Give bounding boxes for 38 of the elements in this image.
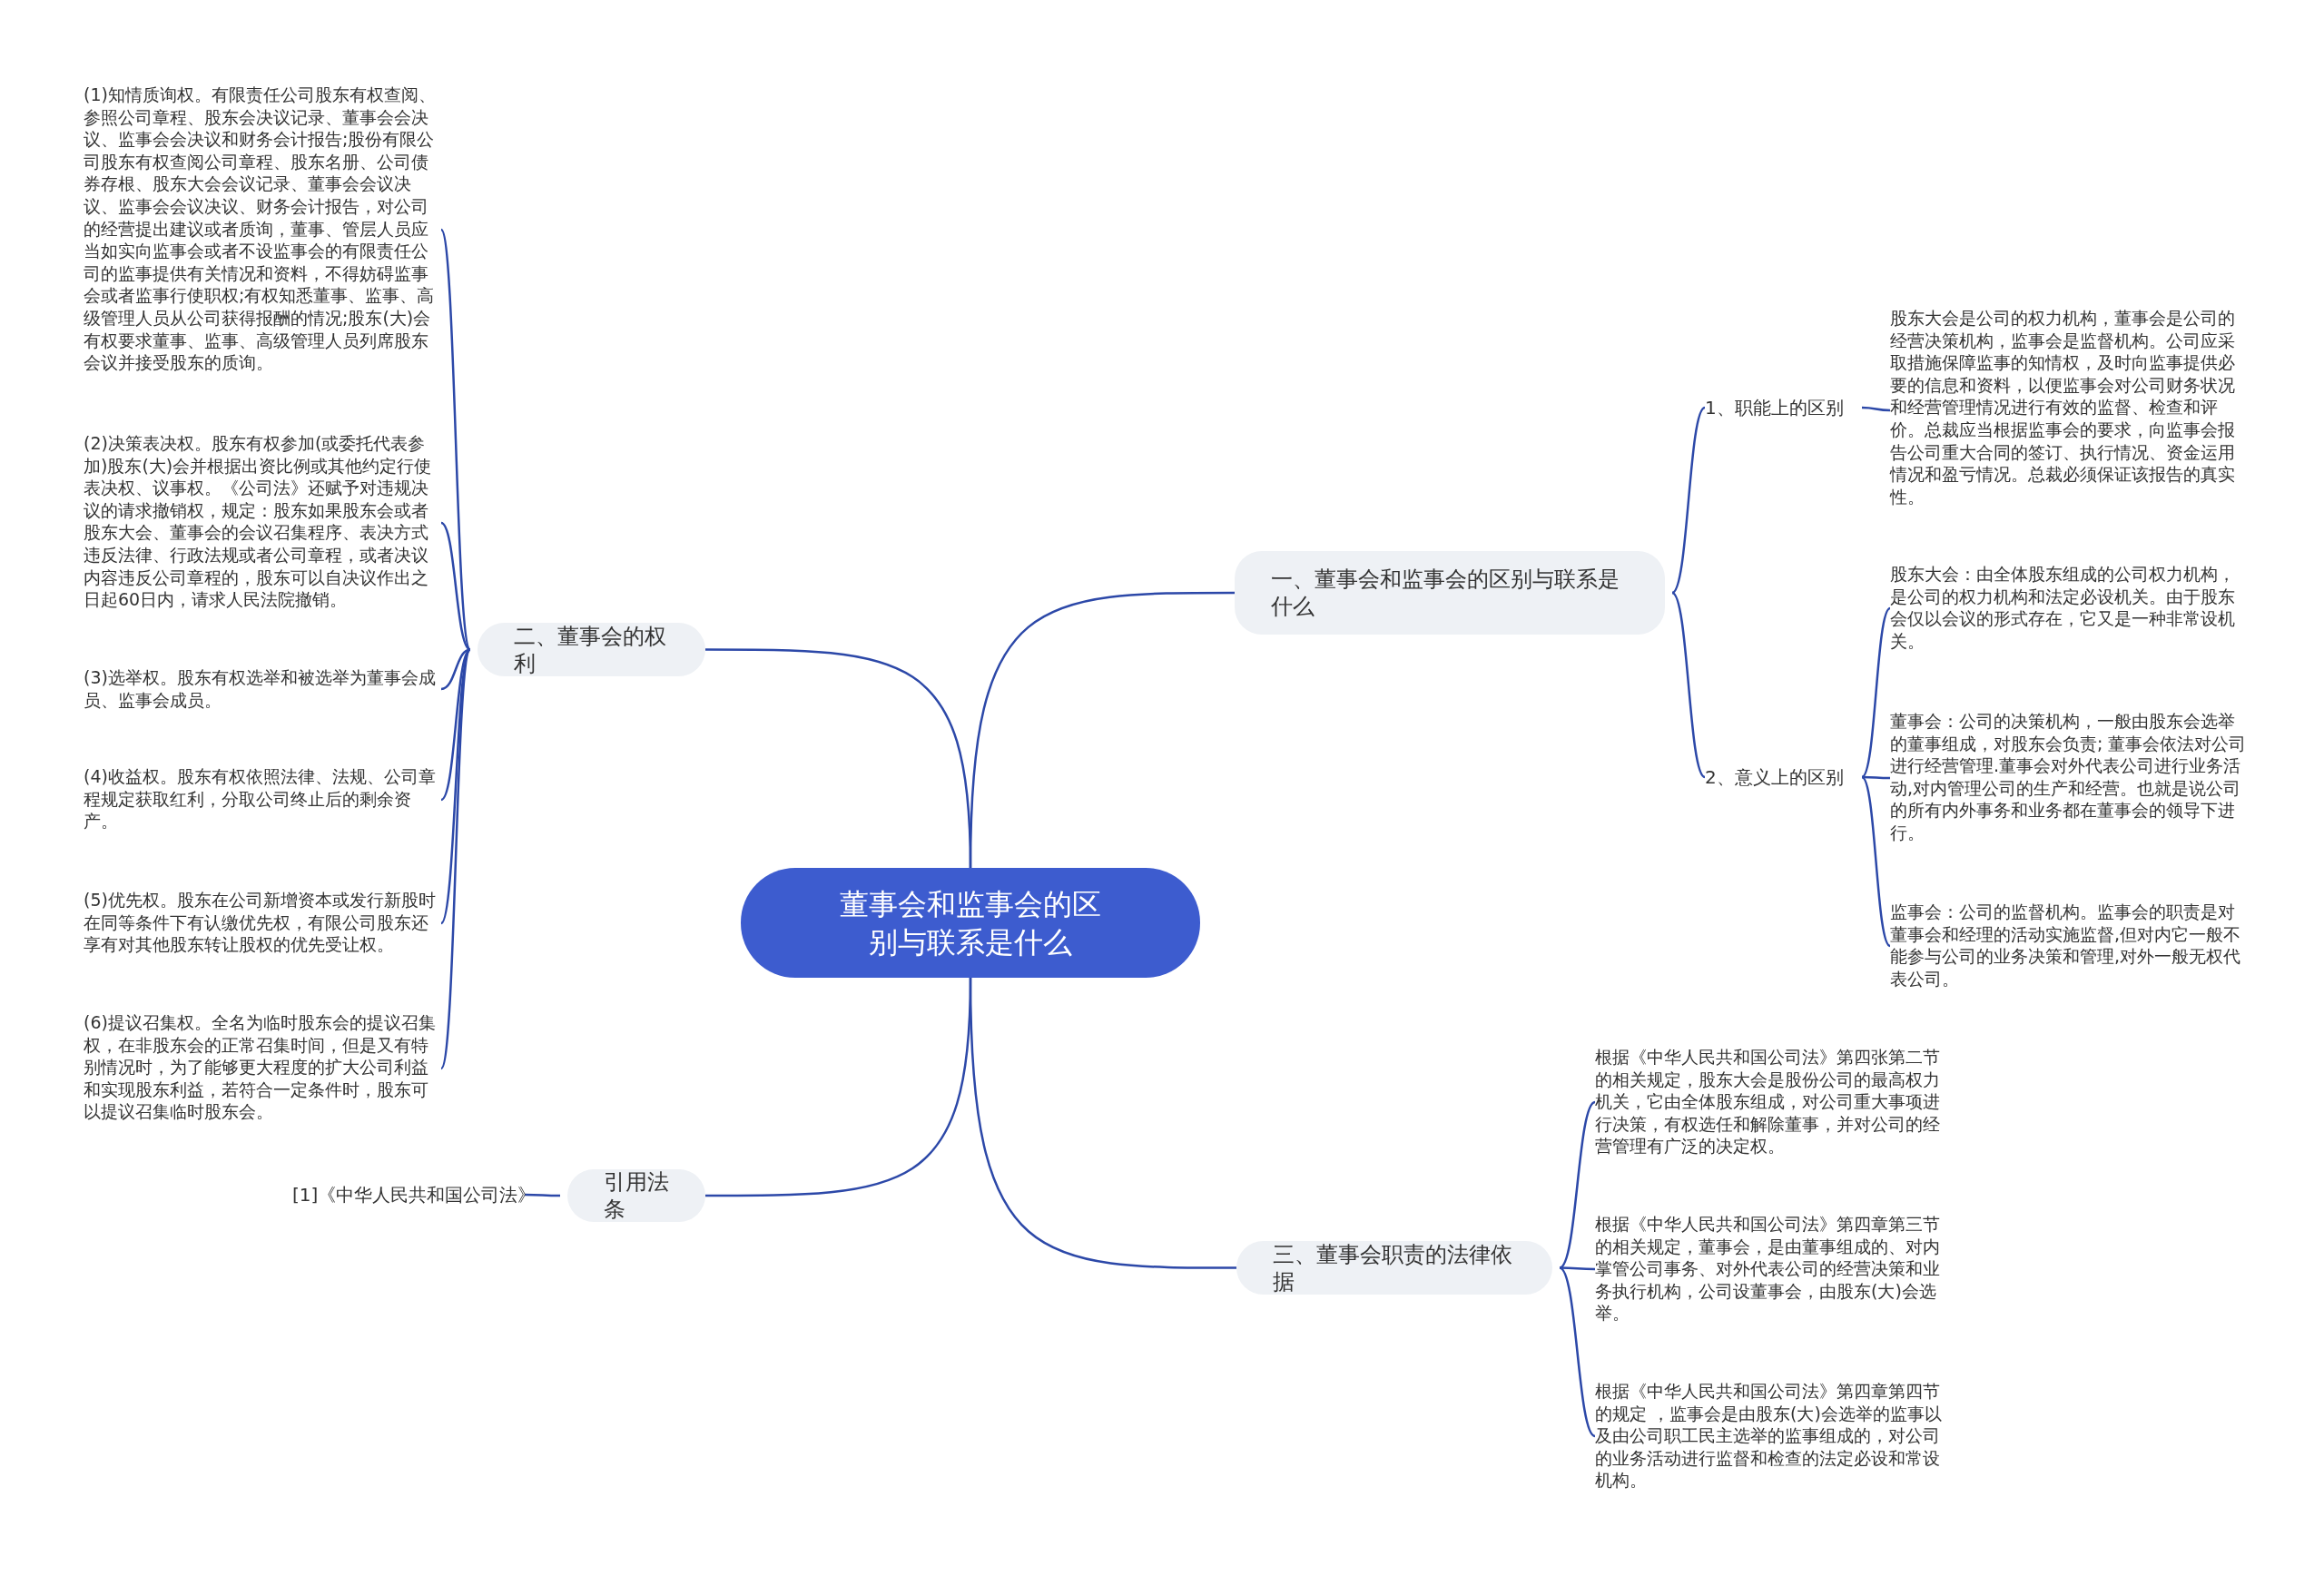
reference-text: [1]《中华人民共和国公司法》: [292, 1183, 525, 1207]
connector-line: [1671, 407, 1706, 594]
connector-line: [1559, 1266, 1596, 1437]
note-text: 股东大会：由全体股东组成的公司权力机构，是公司的权力机构和法定必设机关。由于股东会仅以会议的形式存在，它又是一种非常设机关。: [1890, 563, 2249, 653]
subtopic-text: 2、意义上的区别: [1705, 765, 1855, 789]
topic-box: 三、董事会职责的法律依据: [1236, 1241, 1552, 1295]
connector-line: [705, 648, 972, 869]
connector-line: [1861, 406, 1891, 412]
central-topic: 董事会和监事会的区别与联系是什么: [741, 868, 1200, 978]
connector-line: [1861, 607, 1891, 778]
connector-line: [969, 977, 1236, 1269]
connector-line: [439, 649, 472, 1069]
note-text: (1)知情质询权。有限责任公司股东有权查阅、参照公司章程、股东会决议记录、董事会会决议、监事会会决议和财务会计报告;股份有限公司股东有权查阅公司章程、股东名册、公司债券存根、股东大会会议记录、董事会会议决议、监事会会议决议、财务会计报告，对公司的经营提出建议或者质询，董事、管层人员应当如实向监事会或者不设监事会的有限责任公司的监事提供有关情况和资料，不得妨碍监事会或者监事行使职权;有权知悉董事、监事、高级管理人员从公司获得报酬的情况;股东(大)会有权要求董事、监事、高级管理人员列席股东会议并接受股东的质询。: [84, 84, 441, 374]
connector-line: [1862, 775, 1890, 780]
topic-box: 一、董事会和监事会的区别与联系是什么: [1235, 551, 1665, 635]
connector-line: [1560, 1266, 1595, 1271]
subtopic-text: 1、职能上的区别: [1705, 396, 1855, 419]
connector-line: [1861, 776, 1891, 947]
note-text: 监事会：公司的监督机构。监事会的职责是对董事会和经理的活动实施监督,但对内它一般不能参与公司的业务决策和管理,对外一般无权代表公司。: [1890, 901, 2249, 990]
note-text: 根据《中华人民共和国公司法》第四章第三节的相关规定，董事会，是由董事组成的、对内掌管公司事务、对外代表公司的经营决策和业务执行机构，公司设董事会，由股东(大)会选举。: [1595, 1213, 1951, 1325]
note-text: 根据《中华人民共和国公司法》第四张第二节的相关规定，股东大会是股份公司的最高权力机关，它由全体股东组成，对公司重大事项进行决策，有权选任和解除董事，并对公司的经营管理有广泛的决定权。: [1595, 1046, 1951, 1157]
connector-line: [525, 1193, 560, 1197]
connector-line: [1671, 592, 1706, 778]
note-text: (2)决策表决权。股东有权参加(或委托代表参加)股东(大)会并根据出资比例或其他约定行使表决权、议事权。《公司法》还赋予对违规决议的请求撤销权，规定：股东如果股东会或者股东大会、董事会的会议召集程序、表决方式违反法律、行政法规或者公司章程，或者决议内容违反公司章程的，股东可以自决议作出之日起60日内，请求人民法院撤销。: [84, 432, 441, 611]
connector-line: [1559, 1101, 1596, 1269]
connector-line: [440, 648, 471, 801]
note-text: (5)优先权。股东在公司新增资本或发行新股时在同等条件下有认缴优先权，有限公司股东还享有对其他股东转让股权的优先受让权。: [84, 889, 441, 956]
note-text: 根据《中华人民共和国公司法》第四章第四节的规定 ，监事会是由股东(大)会选举的监事以及由公司职工民主选举的监事组成的，对公司的业务活动进行监督和检查的法定必设和常设机构。: [1595, 1380, 1951, 1492]
note-text: (3)选举权。股东有权选举和被选举为董事会成员、监事会成员。: [84, 666, 441, 712]
note-text: 股东大会是公司的权力机构，董事会是公司的经营决策机构，监事会是监督机构。公司应采取措施保障监事的知情权，及时向监事提供必要的信息和资料，以便监事会对公司财务状况和经营管理情况进行有效的监督、检查和评价。总裁应当根据监事会的要求，向监事会报告公司重大合同的签订、执行情况、资金运用情况和盈亏情况。总裁必须保证该报告的真实性。: [1890, 307, 2249, 508]
connector-line: [439, 229, 472, 650]
connector-line: [440, 522, 471, 651]
note-text: 董事会：公司的决策机构，一般由股东会选举的董事组成，对股东会负责; 董事会依法对公司进行经营管理.董事会对外代表公司进行业务活动,对内管理公司的生产和经营。也就是说公司的所有内外事务和业务都在董事会的领导下进行。: [1890, 710, 2249, 844]
topic-box: 二、董事会的权利: [478, 623, 705, 676]
note-text: (4)收益权。股东有权依照法律、法规、公司章程规定获取红利，分取公司终止后的剩余资产。: [84, 765, 441, 832]
note-text: (6)提议召集权。全名为临时股东会的提议召集权，在非股东会的正常召集时间，但是又有特别情况时，为了能够更大程度的扩大公司利益和实现股东利益，若符合一定条件时，股东可以提议召集临时股东会。: [84, 1011, 441, 1123]
topic-box: 引用法条: [567, 1169, 705, 1222]
connector-line: [440, 648, 471, 691]
